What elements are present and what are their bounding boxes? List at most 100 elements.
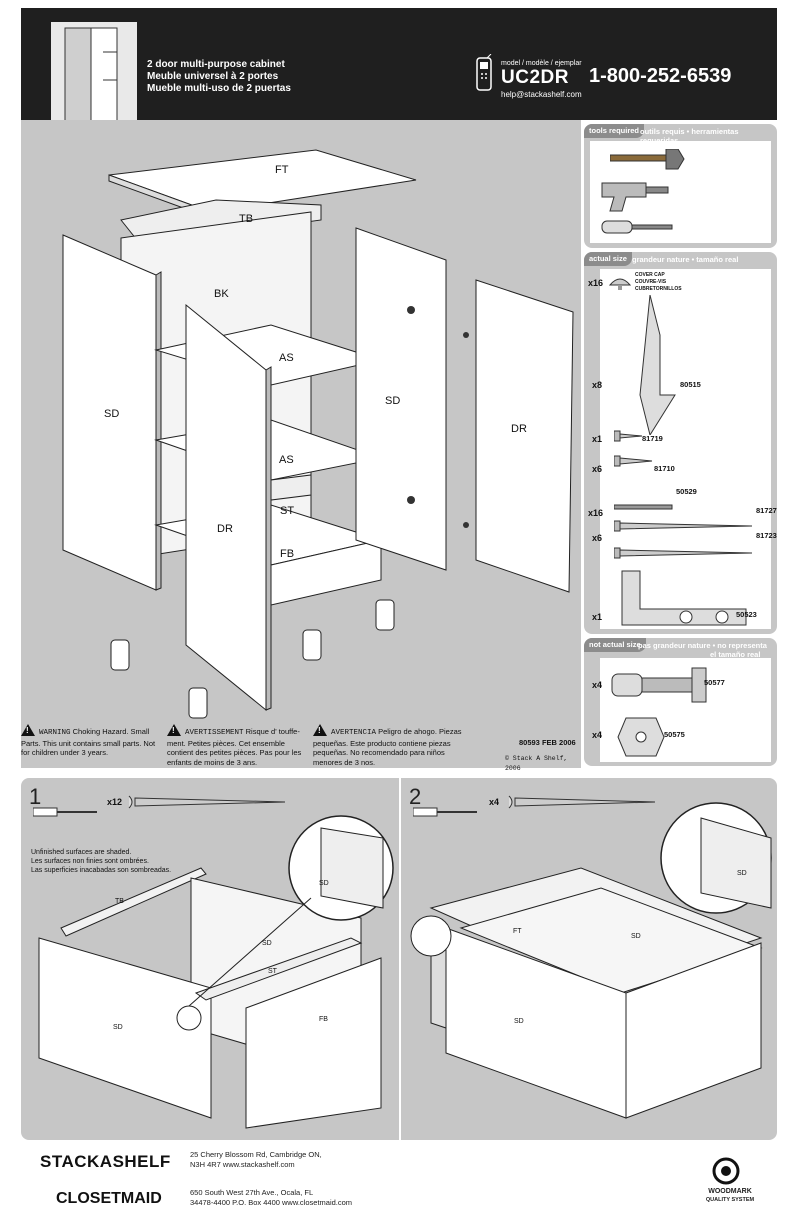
part-50523-qty: x1 (592, 612, 603, 622)
label-fb: FB (280, 548, 295, 560)
part-81727-qty: x16 (588, 508, 604, 518)
drill-icon (601, 182, 669, 212)
step-1-qty: x12 (107, 797, 123, 807)
label-st: ST (280, 505, 295, 517)
woodmark-caption: WOODMARK QUALITY SYSTEM (705, 1188, 755, 1203)
stackashelf-address: 25 Cherry Blossom Rd, Cambridge ON, N3H … (190, 1150, 322, 1169)
label-tb: TB (239, 213, 254, 225)
warning-en-title: WARNING (39, 729, 71, 737)
step-2-label-ft: FT (513, 928, 522, 935)
cover-cap-qty: x16 (588, 278, 604, 288)
part-81719-qty: x1 (592, 434, 603, 444)
screwdriver-icon (413, 807, 477, 817)
woodmark-logo-icon (712, 1157, 740, 1185)
warning-en: WARNING Choking Hazard. Small Parts. Thi… (21, 724, 161, 758)
pin-50529-icon (614, 504, 673, 510)
screwdriver-icon (601, 220, 673, 234)
screw-81723-icon (614, 547, 753, 559)
not-actual-size-box (600, 658, 771, 762)
not-actual-size-panel: not actual size pas grandeur nature • no… (584, 638, 777, 766)
actual-size-caption: grandeur nature • tamaño real (632, 255, 739, 264)
label-sd-left: SD (104, 408, 120, 420)
mount-plate-50575-icon (617, 717, 665, 757)
not-actual-size-caption-2: el tamaño real (710, 650, 761, 659)
label-dr-front: DR (217, 523, 233, 535)
tools-required-panel: tools required outils requis • herramien… (584, 124, 777, 248)
part-50529-number: 50529 (676, 487, 697, 496)
model-caption: model / modèle / ejemplar (501, 60, 582, 67)
brand-closetmaid: CLOSETMAID (56, 1190, 162, 1207)
brand-stackashelf: STACKASHELF (40, 1152, 171, 1171)
phone-icon (476, 54, 492, 91)
label-as-top: AS (279, 352, 294, 364)
tools-caption: outils requis • herramientas requeridas (640, 127, 739, 145)
step-1-label-fb: FB (319, 1016, 328, 1023)
step-1-label-sd-back: SD (262, 940, 272, 947)
step-2-label-sd-front: SD (514, 1018, 524, 1025)
part-81727-number: 81727 (756, 506, 777, 515)
warning-es-title: AVERTENCIA (331, 729, 377, 737)
part-80515-number: 80515 (680, 380, 701, 389)
cover-cap-icon (608, 278, 632, 290)
step-2-panel: 2 x4 FT SD SD SD (401, 778, 777, 1140)
step-2-label-sd-back: SD (631, 933, 641, 940)
step-1-label-sd-zoom: SD (319, 880, 329, 887)
step-1-drawing (38, 815, 394, 1129)
part-50523-number: 50523 (736, 610, 757, 619)
unfinished-note: Unfinished surfaces are shaded. Les surf… (31, 849, 172, 874)
part-80515-qty: x8 (592, 380, 603, 390)
header-banner: 2 door multi-purpose cabinet Meuble univ… (21, 8, 777, 134)
screwdriver-icon (33, 807, 97, 817)
part-50577-qty: x4 (592, 680, 603, 690)
model-number: UC2DR (501, 67, 569, 88)
closetmaid-address: 650 South West 27th Ave., Ocala, FL 3447… (190, 1188, 353, 1207)
step-2-number: 2 (409, 784, 422, 809)
not-actual-size-caption-1: pas grandeur nature • no representa (638, 641, 767, 650)
cabinet-thumbnail-icon (51, 22, 137, 134)
part-50575-number: 50575 (664, 730, 685, 739)
label-dr-right: DR (511, 423, 527, 435)
actual-size-tag: actual size (584, 252, 632, 266)
long-screw-icon (128, 795, 286, 809)
tools-box (590, 141, 771, 243)
step-1-label-sd-left: SD (113, 1024, 123, 1031)
title-fr: Meuble universel à 2 portes (147, 71, 279, 82)
warning-en-text: Choking Hazard. Small Parts. This unit c… (21, 727, 156, 757)
step-1-label-st: ST (268, 968, 277, 975)
part-81719-number: 81719 (642, 434, 663, 443)
actual-size-panel: actual size grandeur nature • tamaño rea… (584, 252, 777, 634)
label-bk: BK (214, 288, 229, 300)
warning-es: AVERTENCIA Peligro de ahogo. Piezas pequ… (313, 724, 473, 767)
warning-fr-text: Risque d' touffe-ment. Petites pièces. C… (167, 727, 302, 767)
support-email: help@stackashelf.com (501, 90, 582, 99)
cabinet-exploded-drawing (62, 149, 574, 719)
label-ft: FT (275, 164, 289, 176)
hinge-50577-icon (611, 667, 707, 703)
actual-size-box: COVER CAP COUVRE-VIS CUBRETORNILLOS (600, 269, 771, 629)
title-en: 2 door multi-purpose cabinet (147, 59, 285, 70)
title-es: Mueble multi-uso de 2 puertas (147, 83, 291, 94)
warning-fr: AVERTISSEMENT Risque d' touffe-ment. Pet… (167, 724, 307, 767)
hammer-icon (610, 149, 685, 170)
step-2-label-sd-zoom: SD (737, 870, 747, 877)
exploded-parts-diagram: FT TB BK SD AS AS ST FB DR SD DR WARNING… (21, 120, 581, 772)
tools-tag: tools required (584, 124, 645, 138)
step-2-qty: x4 (489, 797, 500, 807)
label-as-mid: AS (279, 454, 294, 466)
part-81710-qty: x6 (592, 464, 603, 474)
screw-81710-icon (614, 455, 653, 467)
not-actual-size-tag: not actual size (584, 638, 646, 652)
part-81723-number: 81723 (756, 531, 777, 540)
step-1-panel: 1 x12 Unfinished surfaces are shaded. Le… (21, 778, 399, 1140)
shelf-bracket-icon (639, 295, 676, 435)
leg-bracket-icon (621, 570, 747, 626)
copyright: © Stack A Shelf, 2006 (505, 755, 568, 772)
label-sd-right: SD (385, 395, 401, 407)
screw-81727-icon (614, 520, 753, 532)
cover-cap-label: COVER CAP COUVRE-VIS CUBRETORNILLOS (635, 272, 682, 292)
long-screw-icon (508, 795, 656, 809)
part-50575-qty: x4 (592, 730, 603, 740)
warning-es-text: Peligro de ahogo. Piezas pequeñas. Este … (313, 727, 462, 767)
document-code: 80593 FEB 2006 (519, 738, 576, 747)
step-1-number: 1 (29, 784, 42, 809)
